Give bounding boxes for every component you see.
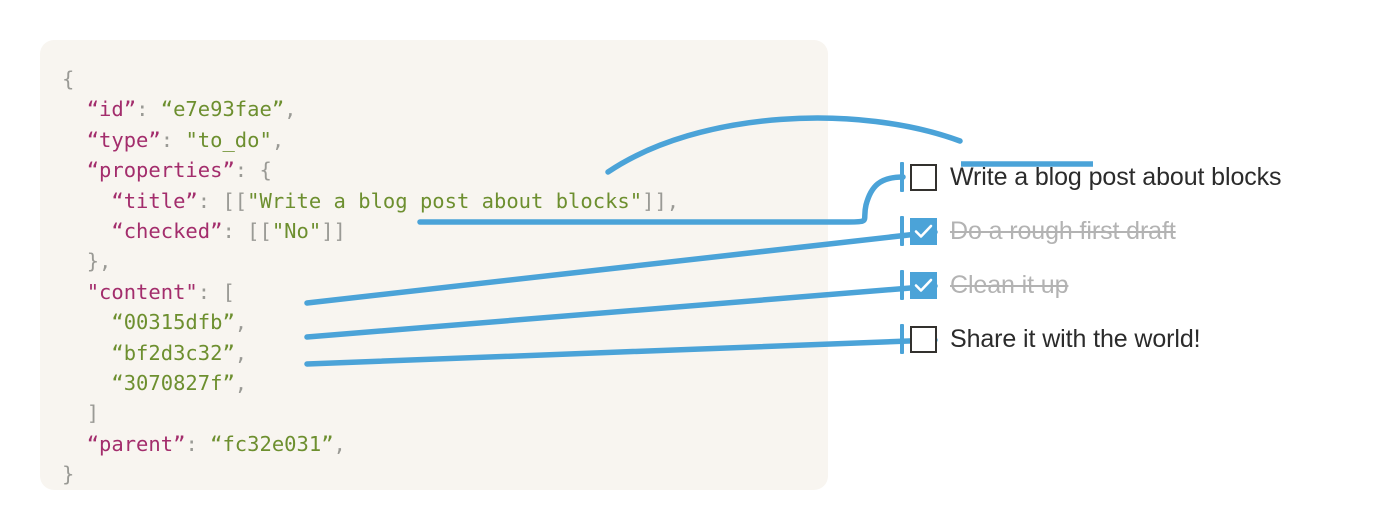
json-code-panel: { “id”: “e7e93fae”, “type”: "to_do", “pr… xyxy=(40,40,828,490)
code-token: “type” xyxy=(86,127,161,152)
checkbox-unchecked-icon[interactable] xyxy=(910,163,937,191)
code-token: }, xyxy=(86,249,112,274)
connector-tick-icon xyxy=(900,270,904,300)
code-token: “e7e93fae” xyxy=(160,97,285,122)
connector-tick-icon xyxy=(900,324,904,354)
code-token: “checked” xyxy=(111,219,223,244)
code-token: “id” xyxy=(86,97,137,122)
list-item-label: Write a blog post about blocks xyxy=(950,162,1282,191)
code-token: : xyxy=(136,97,161,122)
code-token: “properties” xyxy=(86,158,235,183)
code-token: ]], xyxy=(642,188,680,213)
json-code-text: { “id”: “e7e93fae”, “type”: "to_do", “pr… xyxy=(62,64,679,490)
code-token: , xyxy=(333,431,346,456)
code-token: : { xyxy=(234,158,272,183)
code-token: } xyxy=(62,462,75,487)
checkmark-icon xyxy=(914,278,933,292)
code-token: : xyxy=(185,431,211,456)
list-item-label: Clean it up xyxy=(950,270,1069,299)
list-item[interactable]: Do a rough first draft xyxy=(900,214,1176,248)
list-item[interactable]: Write a blog post about blocks xyxy=(900,160,1282,194)
list-item[interactable]: Share it with the world! xyxy=(900,322,1201,356)
code-token: , xyxy=(234,371,248,396)
connector-tick-icon xyxy=(900,162,904,192)
list-item-label: Do a rough first draft xyxy=(950,216,1176,245)
checkbox-checked-icon[interactable] xyxy=(910,217,937,245)
code-token: "content" xyxy=(86,279,198,304)
checkbox-checked-icon[interactable] xyxy=(910,271,937,299)
list-item-label: Share it with the world! xyxy=(950,324,1201,353)
list-item[interactable]: Clean it up xyxy=(900,268,1069,302)
code-token: { xyxy=(62,67,75,91)
code-token: "Write a blog post about blocks" xyxy=(247,188,643,213)
code-token: “fc32e031” xyxy=(210,431,334,456)
checkmark-icon xyxy=(914,224,933,238)
code-token: "No" xyxy=(271,219,322,244)
code-token: , xyxy=(234,310,248,335)
code-token: ] xyxy=(86,401,100,426)
checkbox-unchecked-icon[interactable] xyxy=(910,325,937,353)
code-token: “title” xyxy=(111,188,198,213)
code-token: “parent” xyxy=(86,431,186,456)
code-token: : [ xyxy=(197,279,235,304)
code-token: , xyxy=(271,127,285,152)
code-token: "to_do" xyxy=(185,127,272,152)
code-token: “3070827f” xyxy=(111,371,235,396)
code-token: ]] xyxy=(321,219,346,244)
code-token: , xyxy=(284,97,297,122)
code-token: “00315dfb” xyxy=(111,310,235,335)
code-token: : [[ xyxy=(197,188,248,213)
code-token: : [[ xyxy=(222,219,272,244)
code-token: , xyxy=(234,340,248,365)
connector-tick-icon xyxy=(900,216,904,246)
code-token: “bf2d3c32” xyxy=(111,340,235,365)
code-token: : xyxy=(160,127,186,152)
